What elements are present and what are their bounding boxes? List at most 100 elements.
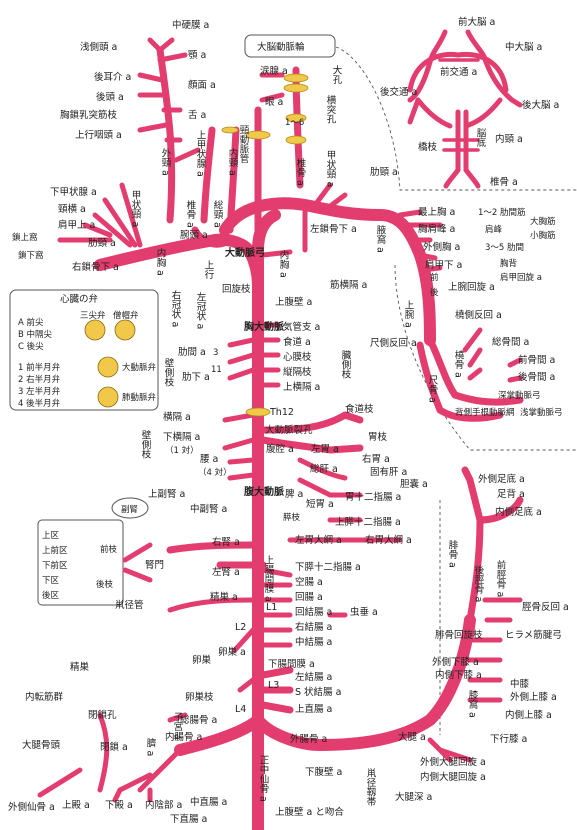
label-posterior-interosseous: 後骨間 a <box>518 371 555 383</box>
label-ascending-aorta: 上行 <box>203 260 215 280</box>
label-intercostal: 肋間 a <box>178 346 206 358</box>
adrenal-gland <box>111 497 149 519</box>
label-posterior: 後 <box>430 287 439 298</box>
label-l1: L1 <box>266 602 277 613</box>
label-lateral-thoracic: 外側胸 a <box>423 241 460 253</box>
label-brachial: 上腕 a <box>403 300 415 328</box>
label-celiac: 腹腔 a <box>266 443 294 455</box>
label-cystic: 胆嚢 a <box>400 478 428 490</box>
label-aortic-arch: 大動脈弓 <box>225 246 265 259</box>
label-heart-valves: 心臓の弁 <box>60 293 99 305</box>
label-superior-phrenic: 上横隔 a <box>283 381 320 393</box>
labels: 大脳動脈輪 中硬膜 a 浅側頭 a 顎 a 後耳介 a 顔面 a 後頭 a 胸鎖… <box>8 16 569 825</box>
abdominal-branches <box>166 411 403 714</box>
label-left-renal: 左腎 a <box>212 566 240 578</box>
label-pericardial: 心膜枝 <box>283 351 312 363</box>
label-left-coronary: 左冠状 a <box>195 291 207 329</box>
label-testicular: 精巣 a <box>210 591 238 603</box>
label-thyroid-cervical-v: 甲状頸 a <box>325 150 337 187</box>
label-anterior-tibial: 前脛骨 a <box>495 559 507 597</box>
label-sigmoid: S 状結腸 a <box>295 686 341 698</box>
label-costocervical: 肋頸 a <box>88 237 116 249</box>
label-pulmonary-valve: 肺動脈弁 <box>122 392 157 403</box>
label-jejunal: 空腸 a <box>295 576 323 588</box>
label-umbilical: 臍 a <box>145 737 157 756</box>
label-abdominal-aorta: 腹大動脈 <box>244 485 284 498</box>
label-superior-rectal: 上直腸 a <box>295 703 332 715</box>
label-vertebral-left: 椎骨 a <box>295 157 307 185</box>
label-inferior-thyroid: 下甲状腺 a <box>50 186 97 198</box>
label-l4: L4 <box>235 704 246 715</box>
label-inguinal-ligament: 鼡径靱帯 <box>365 767 377 807</box>
label-gastric-branch: 胃枝 <box>368 431 388 443</box>
label-internal-iliac: 内腸骨 a <box>165 731 202 743</box>
label-external-iliac: 外腸骨 a <box>290 733 327 745</box>
label-valve-a: A 前尖 <box>18 317 44 328</box>
label-inferior-phrenic-sub: 下横隔 a <box>163 431 200 443</box>
label-mediastinal: 縦隔枝 <box>283 366 312 378</box>
label-lower-anterior-seg: 下前区 <box>42 560 68 571</box>
label-thyrocervical: 甲状頸 a <box>130 190 142 227</box>
label-inferior-gluteal: 下殿 a <box>105 800 133 811</box>
label-thoracoacromial: 胸肩峰 a <box>418 223 455 235</box>
label-femoral: 大腿 a <box>398 731 426 743</box>
label-right-coronary: 右冠状 a <box>170 289 182 327</box>
label-testis: 精巣 <box>70 661 90 673</box>
label-maxillary: 顎 a <box>188 50 206 61</box>
arm-arteries <box>374 209 524 422</box>
label-lingual: 舌 a <box>188 110 206 121</box>
label-thoracic-aorta: 胸大動脈 <box>244 320 284 333</box>
label-right-gastroepiploic: 右胃大網 a <box>365 534 412 546</box>
label-anterior-interosseous: 前骨間 a <box>518 354 555 366</box>
label-valve-c: C 後尖 <box>18 341 44 352</box>
label-renal: 右腎 a <box>212 536 240 548</box>
label-below-clavicle: 鎖下窩 <box>18 250 44 261</box>
label-anterior-recurrent: 脛骨反回 a <box>522 602 569 613</box>
label-inferior-epigastric: 下腹壁 a <box>305 766 342 778</box>
label-appendicular: 虫垂 a <box>350 606 378 618</box>
label-internal-thoracic-l: 内胸 a <box>278 249 290 277</box>
label-valve-b: B 中隔尖 <box>18 329 53 340</box>
label-ileal: 回腸 a <box>295 592 323 603</box>
label-superior-gluteal: 上殿 a <box>62 800 90 811</box>
label-lateral-circumflex: 外側大腿回旋 a <box>420 756 486 768</box>
label-middle-cerebral: 中大脳 a <box>505 41 542 53</box>
label-ovarian: 卵巣 a <box>218 646 246 658</box>
label-large-foramen: 大孔 <box>331 64 343 85</box>
label-posterior-tibial: 後脛骨 a <box>473 564 485 602</box>
label-ribs-3: 3 <box>213 348 218 358</box>
label-sup-pancreaticoduodenal: 上膵十二指腸 a <box>335 516 401 528</box>
thoracic-branches <box>222 182 348 481</box>
cerebral-circle-box <box>244 34 336 58</box>
label-internal-pudendal: 内陰部 a <box>145 799 182 811</box>
label-external-carotid: 外頸 a <box>160 147 172 175</box>
label-obturator-foramen: 閉鎖孔 <box>88 709 117 721</box>
label-internal-thoracic: 内胸 a <box>155 247 167 275</box>
label-valve-1: 1 前半月弁 <box>18 362 61 373</box>
label-l3: L3 <box>268 680 279 691</box>
label-valve-4: 4 後半月弁 <box>18 398 61 409</box>
label-ophthalmic: 眼 a <box>265 97 283 108</box>
label-th12: Th12 <box>269 407 294 418</box>
label-medial-plantar: 内側足底 a <box>495 506 542 518</box>
label-humeral-circumflex: 上腕回旋 a <box>448 281 495 293</box>
label-pectoralis-minor: 小胸筋 <box>530 230 556 241</box>
label-middle-colic: 中結腸 a <box>295 636 332 648</box>
label-deep-femoral: 大腿深 a <box>395 791 432 803</box>
label-dorsal-carpal: 背側手根動脈網 <box>455 407 515 418</box>
label-cerebral-circle: 大脳動脈輪 <box>257 41 305 53</box>
label-inferior-phrenic: 横隔 a <box>163 411 191 423</box>
label-internal-carotid-brain: 内頸 a <box>495 133 523 145</box>
label-left-subclavian: 左鎖骨下 a <box>310 223 357 235</box>
label-superficial-temporal: 浅側頭 a <box>80 41 117 53</box>
label-internal-carotid: 内頸 a <box>227 147 239 175</box>
label-aortic-valve: 大動脈弁 <box>122 362 157 373</box>
label-basilar: 脳底 <box>475 127 487 148</box>
label-anterior-branch: 前枝 <box>100 544 118 555</box>
divider-arm <box>394 264 577 451</box>
cerebral-circle <box>407 29 523 189</box>
label-acromial: 肩峰 <box>485 224 503 235</box>
label-tricuspid: 三尖弁 <box>80 310 106 321</box>
label-deep-palmar: 深掌動脈弓 <box>498 390 541 401</box>
